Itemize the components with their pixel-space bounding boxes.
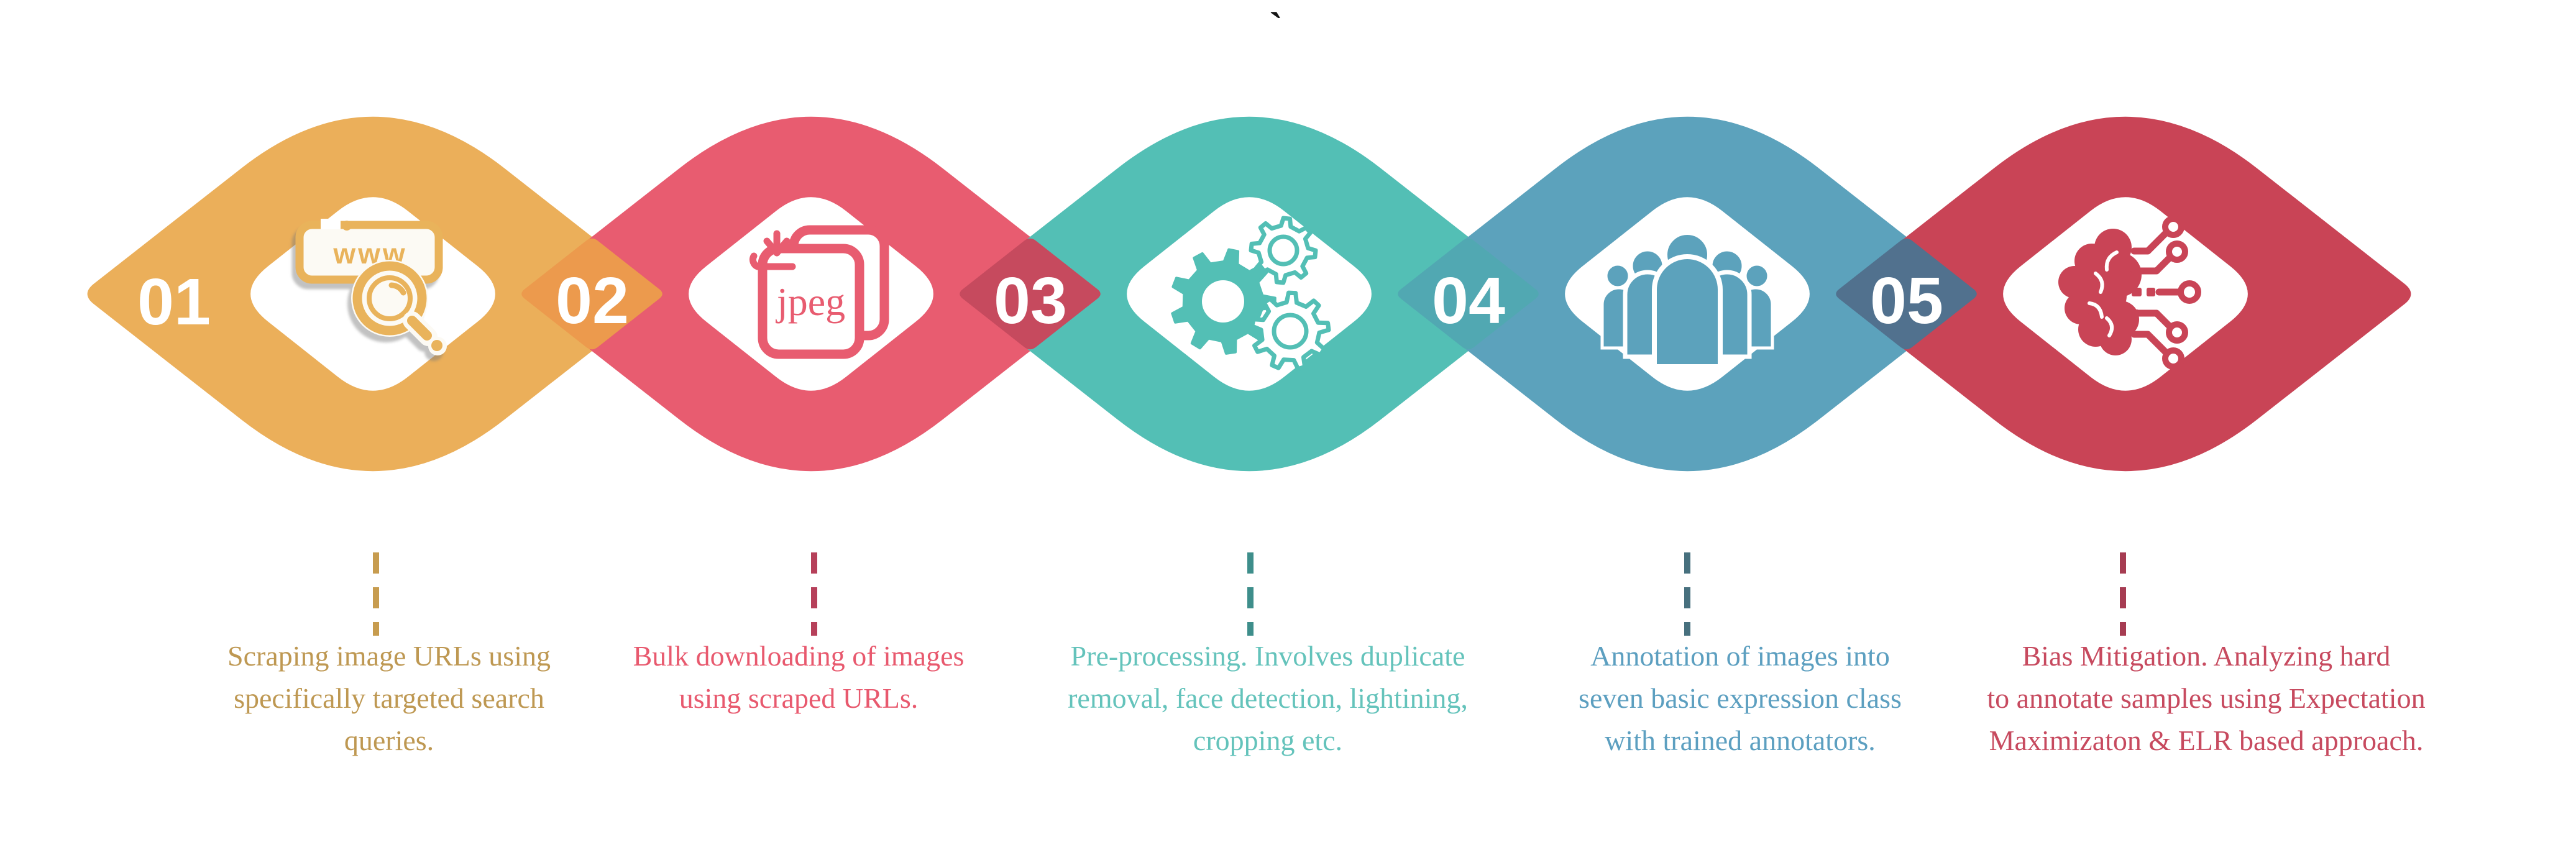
browser-bar-gap bbox=[321, 219, 341, 229]
step-number-01: 01 bbox=[137, 265, 211, 339]
step-number-02: 02 bbox=[556, 264, 629, 337]
jpeg-label: jpeg bbox=[776, 280, 845, 324]
ribbon-step-03 bbox=[963, 116, 1535, 472]
step-number-05: 05 bbox=[1870, 264, 1943, 337]
overlap-diamond-23 bbox=[960, 238, 1101, 350]
gear-small-hole bbox=[1267, 234, 1299, 267]
overlap-diamond-12 bbox=[521, 238, 662, 350]
magnifier-handle-dot bbox=[431, 340, 442, 351]
download-arrow bbox=[749, 230, 796, 270]
jpeg-download-icon: jpeg bbox=[749, 225, 889, 359]
ribbon-step-04 bbox=[1401, 116, 1973, 472]
ribbon-diamonds bbox=[87, 116, 2411, 472]
step-number-03: 03 bbox=[994, 264, 1067, 337]
ribbon-step-01 bbox=[87, 116, 659, 472]
magnifier-handle bbox=[407, 316, 432, 341]
step-caption-05: Bias Mitigation. Analyzing hard to annot… bbox=[1987, 640, 2426, 756]
overlap-diamonds bbox=[521, 238, 1977, 350]
circuit-dashes bbox=[2130, 263, 2155, 318]
overlap-diamond-34 bbox=[1398, 238, 1539, 350]
person-center bbox=[1652, 230, 1723, 369]
step-caption-04: Annotation of images into seven basic ex… bbox=[1579, 640, 1902, 756]
stray-backtick-mark: ` bbox=[1269, 4, 1283, 50]
ribbon-step-02 bbox=[525, 116, 1097, 472]
ribbon-step-05 bbox=[1840, 116, 2411, 472]
browser-bar-dot bbox=[342, 221, 352, 231]
circuit-nodes bbox=[2162, 216, 2201, 370]
brain-fissures bbox=[2088, 250, 2119, 337]
gear-medium-hole bbox=[1272, 313, 1309, 350]
magnifier-glint bbox=[388, 282, 406, 296]
gears-icon bbox=[1171, 216, 1331, 372]
process-diagram-canvas: 01 02 03 04 05 www jpeg bbox=[87, 116, 2411, 636]
gear-large-hole bbox=[1202, 280, 1244, 323]
step-caption-01: Scraping image URLs using specifically t… bbox=[227, 640, 551, 756]
www-search-icon: www bbox=[295, 219, 447, 355]
circuit-traces bbox=[2130, 230, 2184, 355]
step-number-04: 04 bbox=[1432, 264, 1505, 337]
magnifier-inner-ring bbox=[367, 275, 413, 321]
overlap-diamond-45 bbox=[1836, 238, 1977, 350]
front-page bbox=[758, 244, 864, 359]
magnifier-ring bbox=[352, 261, 427, 336]
people-group-icon bbox=[1600, 230, 1774, 369]
brain-circuit-icon bbox=[2058, 216, 2201, 370]
step-caption-03: Pre-processing. Involves duplicate remov… bbox=[1068, 640, 1468, 756]
step-caption-02: Bulk downloading of images using scraped… bbox=[633, 640, 965, 714]
